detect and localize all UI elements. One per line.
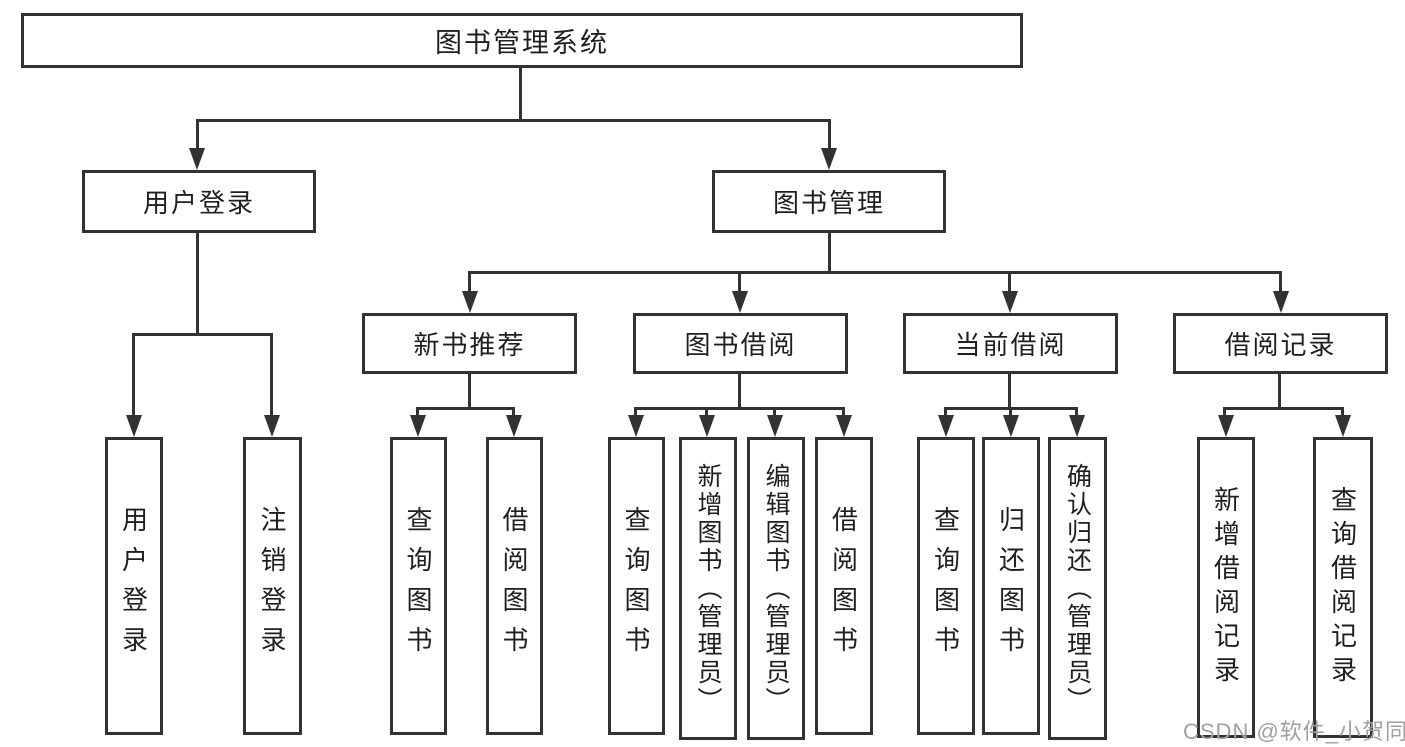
leaf-label: 查询图书 xyxy=(403,506,433,666)
leaf-query-borrow-record: 查询借阅记录 xyxy=(1313,437,1373,738)
connector-stem xyxy=(705,407,708,417)
connector-stem xyxy=(828,119,831,150)
arrowhead-down-icon xyxy=(1273,291,1289,313)
connector-stem xyxy=(1279,271,1282,293)
arrowhead-down-icon xyxy=(1218,415,1234,437)
leaf-label: 用户登录 xyxy=(118,506,149,666)
leaf-label: 新增图书（管理员） xyxy=(694,462,722,715)
arrowhead-down-icon xyxy=(767,415,783,437)
csdn-watermark: CSDN @软件_小贺同学 xyxy=(1183,719,1405,744)
node-book-management: 图书管理 xyxy=(712,170,946,233)
leaf-label: 查询借阅记录 xyxy=(1327,485,1358,690)
arrowhead-down-icon xyxy=(1002,291,1018,313)
arrowhead-down-icon xyxy=(410,415,426,437)
connector-stem xyxy=(1008,271,1011,293)
leaf-label: 编辑图书（管理员） xyxy=(762,462,790,715)
node-user-login: 用户登录 xyxy=(82,170,316,233)
connector-split xyxy=(132,333,273,336)
connector-trunk xyxy=(1278,374,1281,410)
leaf-user-login: 用户登录 xyxy=(105,437,163,735)
leaf-label: 查询图书 xyxy=(930,506,961,666)
node-label: 图书管理 xyxy=(772,188,885,218)
arrowhead-down-icon xyxy=(699,415,715,437)
connector-stem xyxy=(468,271,471,293)
connector-split xyxy=(1223,407,1344,410)
leaf-label: 归还图书 xyxy=(995,506,1026,666)
connector-stem xyxy=(1223,407,1226,417)
leaf-query-books-current: 查询图书 xyxy=(917,437,975,735)
leaf-borrow-books-recommend: 借阅图书 xyxy=(486,437,543,735)
leaf-label: 确认归还（管理员） xyxy=(1063,462,1092,715)
leaf-add-books-admin: 新增图书（管理员） xyxy=(679,437,737,740)
arrowhead-down-icon xyxy=(628,415,644,437)
arrowhead-down-icon xyxy=(189,148,205,170)
arrowhead-down-icon xyxy=(462,291,478,313)
leaf-label: 借阅图书 xyxy=(828,506,859,666)
arrowhead-down-icon xyxy=(1003,415,1019,437)
connector-stem xyxy=(944,407,947,417)
leaf-query-books-recommend: 查询图书 xyxy=(390,437,447,735)
connector-stem xyxy=(773,407,776,417)
arrowhead-down-icon xyxy=(126,415,142,437)
node-label: 当前借阅 xyxy=(954,330,1067,360)
leaf-add-borrow-record: 新增借阅记录 xyxy=(1197,437,1255,738)
arrowhead-down-icon xyxy=(506,415,522,437)
connector-stem xyxy=(1075,407,1078,417)
arrowhead-down-icon xyxy=(1335,415,1351,437)
connector-stem xyxy=(270,333,273,417)
connector-trunk xyxy=(1008,374,1011,410)
leaf-logout: 注销登录 xyxy=(243,437,302,735)
connector-stem xyxy=(842,407,845,417)
node-current-borrowing: 当前借阅 xyxy=(903,313,1118,374)
arrowhead-down-icon xyxy=(264,415,280,437)
connector-trunk xyxy=(196,233,199,335)
node-label: 图书借阅 xyxy=(684,330,797,360)
connector-stem xyxy=(196,119,199,150)
connector-root-trunk xyxy=(519,68,522,120)
node-new-book-recommend: 新书推荐 xyxy=(362,313,577,374)
arrowhead-down-icon xyxy=(732,291,748,313)
connector-trunk xyxy=(828,233,831,273)
connector-trunk xyxy=(738,374,741,410)
node-label: 新书推荐 xyxy=(413,330,526,360)
connector-split xyxy=(468,271,1282,274)
node-library-management-system: 图书管理系统 xyxy=(21,13,1023,68)
connector-stem xyxy=(512,407,515,417)
connector-stem xyxy=(1341,407,1344,417)
arrowhead-down-icon xyxy=(1069,415,1085,437)
connector-stem xyxy=(634,407,637,417)
node-label: 借阅记录 xyxy=(1224,330,1337,360)
node-borrowing-records: 借阅记录 xyxy=(1173,313,1388,374)
leaf-query-books-borrowing: 查询图书 xyxy=(608,437,665,735)
arrowhead-down-icon xyxy=(821,148,837,170)
connector-split xyxy=(634,407,845,410)
leaf-return-books: 归还图书 xyxy=(982,437,1040,735)
leaf-label: 注销登录 xyxy=(257,506,287,666)
arrowhead-down-icon xyxy=(836,415,852,437)
connector-trunk xyxy=(468,374,471,410)
connector-stem xyxy=(132,333,135,417)
leaf-label: 新增借阅记录 xyxy=(1210,485,1241,690)
node-label: 图书管理系统 xyxy=(435,28,609,58)
connector-stem xyxy=(738,271,741,293)
connector-split xyxy=(416,407,515,410)
node-label: 用户登录 xyxy=(142,188,255,218)
arrowhead-down-icon xyxy=(938,415,954,437)
leaf-confirm-return-admin: 确认归还（管理员） xyxy=(1048,437,1107,740)
connector-root-split xyxy=(196,119,831,122)
connector-stem xyxy=(1009,407,1012,417)
leaf-label: 查询图书 xyxy=(621,506,651,666)
node-book-borrowing: 图书借阅 xyxy=(633,313,848,374)
leaf-edit-books-admin: 编辑图书（管理员） xyxy=(747,437,805,740)
connector-stem xyxy=(416,407,419,417)
leaf-label: 借阅图书 xyxy=(499,506,529,666)
leaf-borrow-books: 借阅图书 xyxy=(815,437,873,735)
